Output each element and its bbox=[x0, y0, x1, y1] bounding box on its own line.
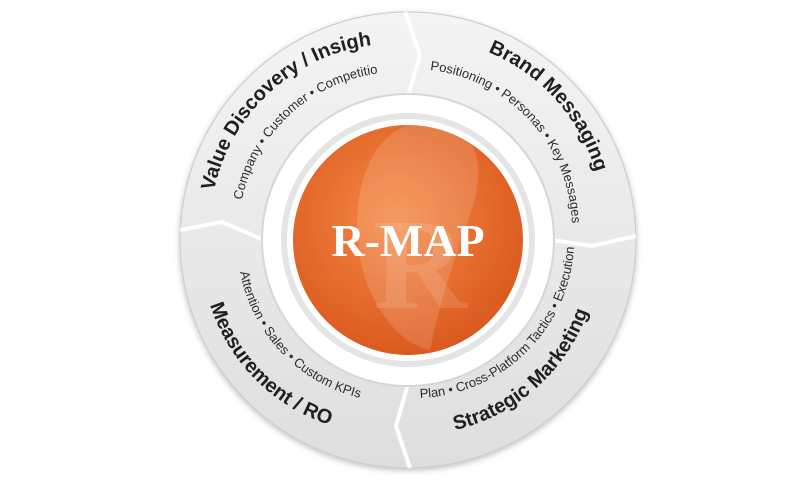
divider-bottom bbox=[393, 383, 412, 469]
center-badge: R R-MAP bbox=[293, 119, 523, 355]
r-logo-shape bbox=[357, 119, 479, 350]
r-logo-letter: R bbox=[373, 193, 469, 337]
center-title: R-MAP bbox=[331, 215, 484, 266]
divider-right bbox=[551, 234, 637, 249]
segment-dividers bbox=[179, 11, 637, 469]
divider-top bbox=[403, 11, 423, 97]
divider-left bbox=[179, 219, 265, 242]
